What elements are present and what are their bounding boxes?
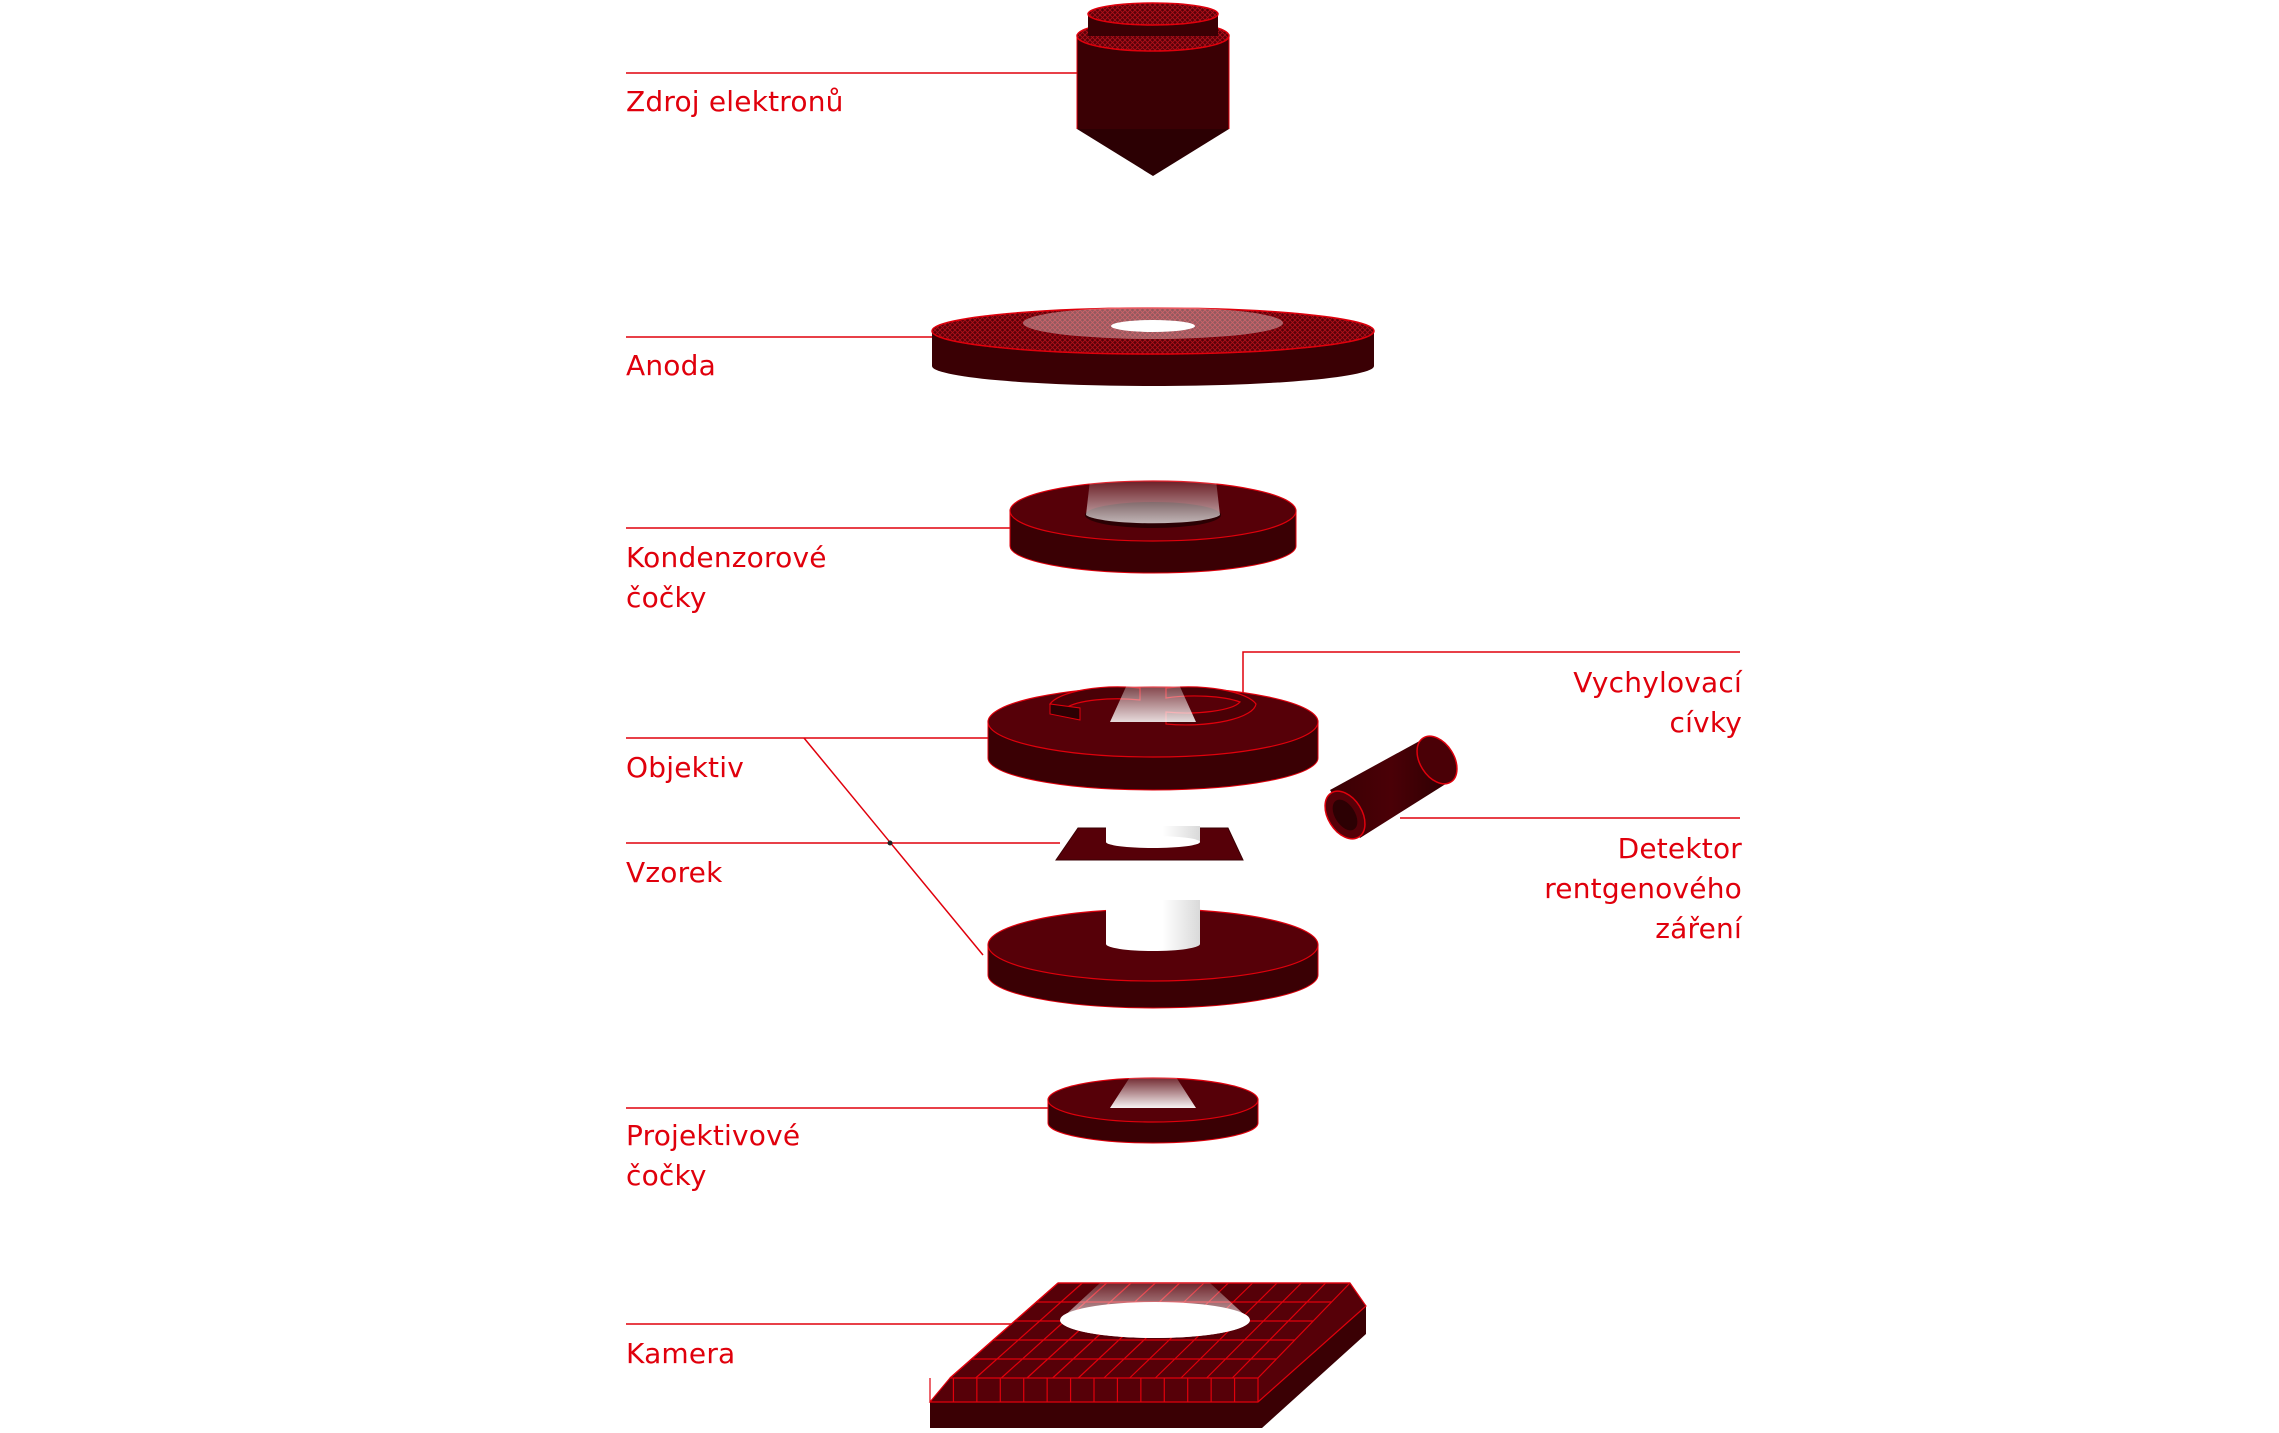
camera bbox=[928, 1282, 1367, 1428]
label-projection-lenses: Projektivové čočky bbox=[626, 1119, 801, 1192]
electron-source bbox=[1076, 2, 1230, 176]
label-condenser-lenses: Kondenzorové čočky bbox=[626, 541, 827, 614]
label-objective: Objektiv bbox=[626, 751, 744, 784]
anode bbox=[931, 307, 1375, 386]
label-deflection-coils: Vychylovací cívky bbox=[1573, 666, 1742, 739]
projection-lenses bbox=[1047, 1077, 1259, 1144]
label-sample: Vzorek bbox=[626, 856, 723, 889]
sample bbox=[1055, 826, 1244, 861]
objective-lower-pole bbox=[987, 900, 1319, 1009]
condenser-lenses bbox=[1009, 480, 1297, 574]
label-electron-source: Zdroj elektronů bbox=[626, 85, 844, 118]
leader-lines bbox=[626, 72, 1740, 1325]
junction-dot bbox=[887, 840, 893, 846]
label-xray-detector: Detektor rentgenového záření bbox=[1544, 832, 1742, 945]
label-camera: Kamera bbox=[626, 1337, 736, 1370]
label-anode: Anoda bbox=[626, 349, 716, 382]
xray-detector bbox=[1324, 735, 1458, 840]
objective-upper-pole bbox=[987, 678, 1319, 791]
